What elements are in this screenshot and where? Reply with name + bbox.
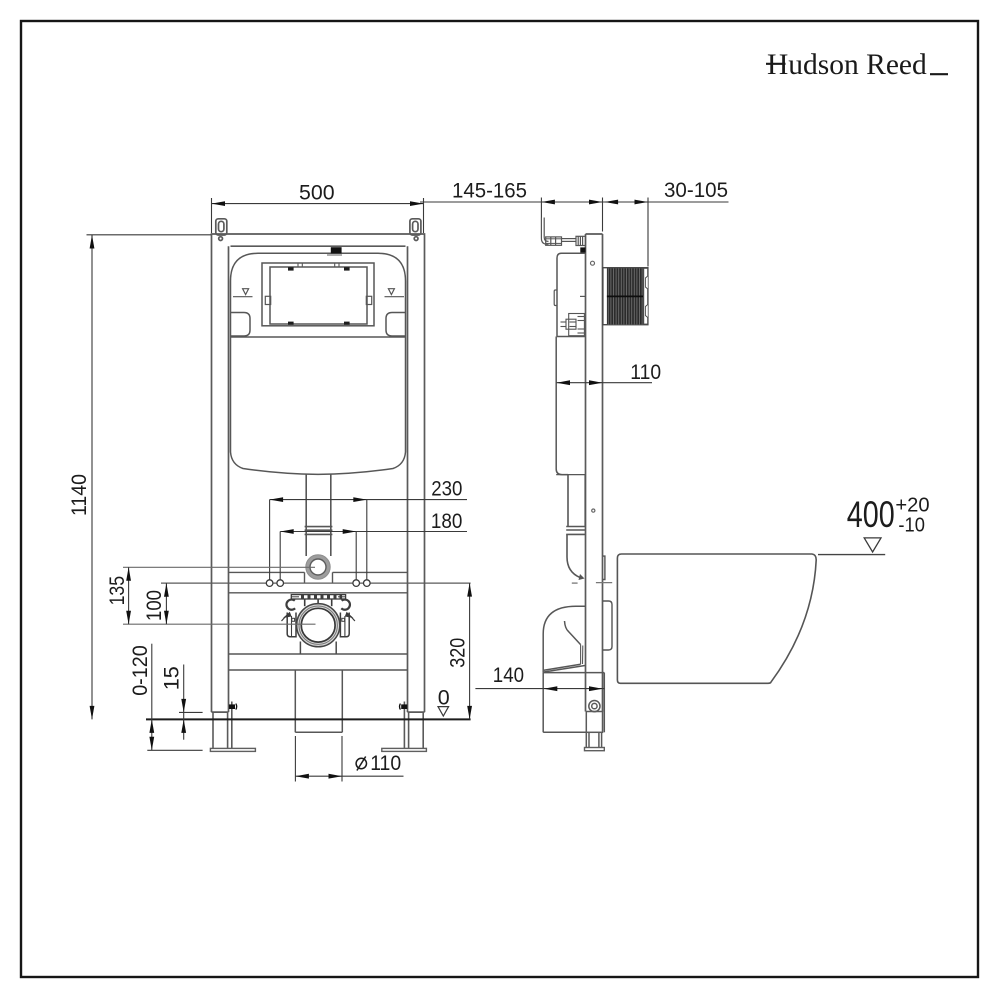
svg-text:0: 0	[438, 686, 450, 710]
svg-text:30-105: 30-105	[664, 178, 728, 202]
svg-text:110: 110	[630, 360, 661, 384]
svg-text:+20: +20	[895, 495, 929, 517]
svg-text:-10: -10	[898, 514, 925, 536]
svg-text:0-120: 0-120	[128, 645, 152, 696]
svg-text:140: 140	[493, 663, 524, 687]
svg-text:110: 110	[370, 751, 401, 775]
svg-text:320: 320	[446, 638, 470, 668]
svg-text:145-165: 145-165	[452, 178, 527, 202]
svg-text:15: 15	[159, 666, 183, 690]
svg-text:100: 100	[142, 590, 166, 621]
svg-text:230: 230	[431, 476, 462, 500]
svg-text:135: 135	[105, 576, 129, 606]
svg-text:180: 180	[431, 509, 463, 533]
svg-text:400: 400	[847, 494, 895, 535]
svg-text:Hudson Reed: Hudson Reed	[767, 49, 927, 81]
svg-text:1140: 1140	[67, 474, 91, 516]
svg-text:500: 500	[299, 181, 335, 205]
